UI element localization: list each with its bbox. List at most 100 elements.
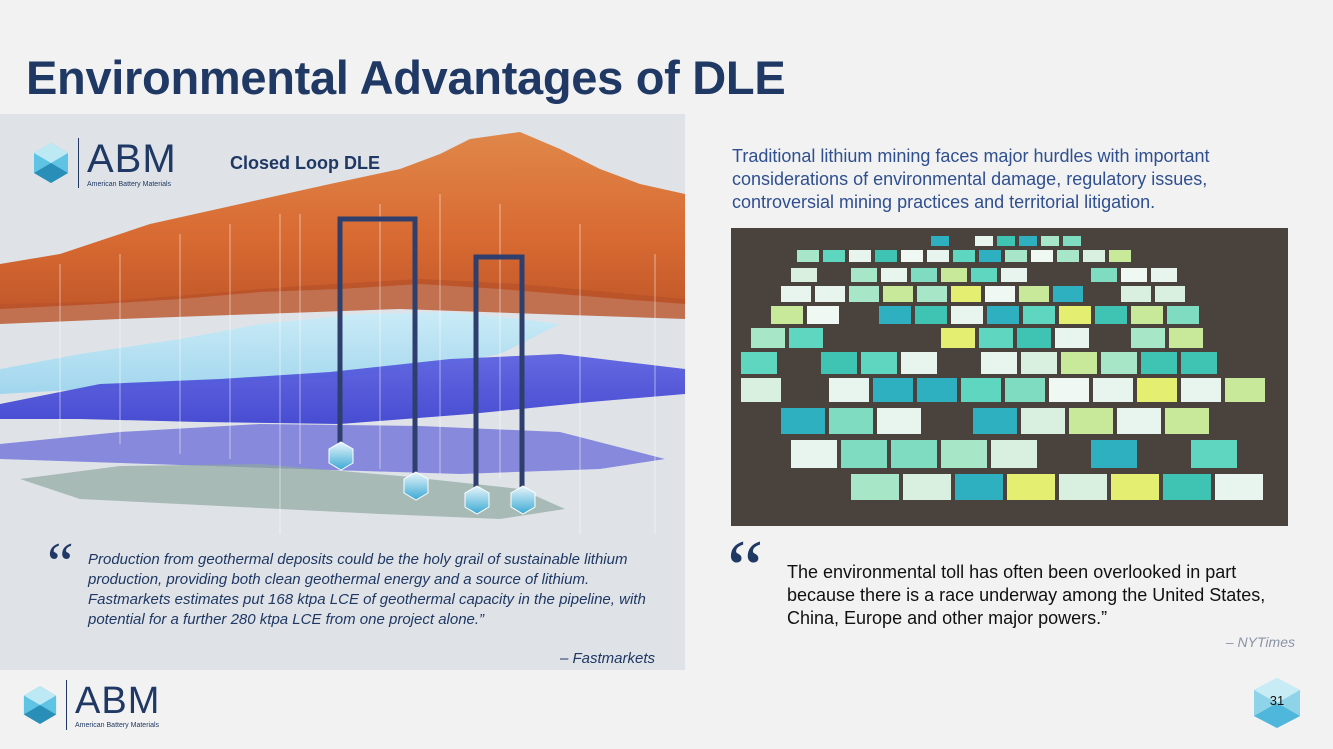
evaporation-pond bbox=[981, 352, 1017, 374]
evaporation-pond bbox=[1005, 250, 1027, 262]
evaporation-pond bbox=[1095, 306, 1127, 324]
well-node-hexagons bbox=[328, 441, 536, 515]
evaporation-pond bbox=[1059, 306, 1091, 324]
evaporation-pond bbox=[1093, 378, 1133, 402]
evaporation-pond bbox=[1001, 268, 1027, 282]
closed-loop-pipe-1 bbox=[337, 216, 418, 482]
hexagon-logo-icon bbox=[34, 143, 68, 183]
evaporation-pond bbox=[849, 250, 871, 262]
evaporation-pond bbox=[1141, 352, 1177, 374]
evaporation-pond bbox=[881, 268, 907, 282]
evaporation-pond bbox=[901, 250, 923, 262]
evaporation-pond bbox=[1031, 250, 1053, 262]
evaporation-pond bbox=[931, 236, 949, 246]
footer-abm-logo: ABM American Battery Materials bbox=[22, 680, 160, 730]
diagram-label: Closed Loop DLE bbox=[230, 153, 380, 173]
evaporation-pond bbox=[781, 286, 811, 302]
abm-wordmark: ABM bbox=[87, 136, 177, 181]
evaporation-pond bbox=[1053, 286, 1083, 302]
page-number-hexagon-icon bbox=[1254, 678, 1300, 728]
evaporation-pond bbox=[1215, 474, 1263, 500]
closed-loop-pipe-2 bbox=[473, 254, 525, 494]
evaporation-pond bbox=[841, 440, 887, 468]
evaporation-pond bbox=[873, 378, 913, 402]
evaporation-pond bbox=[979, 250, 1001, 262]
evaporation-pond bbox=[911, 268, 937, 282]
evaporation-pond bbox=[849, 286, 879, 302]
evaporation-pond bbox=[991, 440, 1037, 468]
evaporation-pond bbox=[1191, 440, 1237, 468]
evaporation-pond bbox=[1121, 268, 1147, 282]
evaporation-pond bbox=[927, 250, 949, 262]
evaporation-pond bbox=[1131, 306, 1163, 324]
evaporation-pond bbox=[1167, 306, 1199, 324]
evaporation-pond bbox=[751, 328, 785, 348]
evaporation-pond bbox=[979, 328, 1013, 348]
evaporation-pond bbox=[1181, 352, 1217, 374]
page-number: 31 bbox=[1269, 693, 1285, 708]
quote-mark-icon: “ bbox=[727, 523, 764, 614]
evaporation-pond bbox=[875, 250, 897, 262]
evaporation-pond bbox=[941, 268, 967, 282]
evaporation-pond bbox=[829, 378, 869, 402]
evaporation-pond bbox=[971, 268, 997, 282]
fastmarkets-attribution: – Fastmarkets bbox=[559, 650, 655, 667]
evaporation-pond bbox=[953, 250, 975, 262]
evaporation-pond bbox=[997, 236, 1015, 246]
evaporation-pond bbox=[851, 268, 877, 282]
evaporation-pond bbox=[1121, 286, 1151, 302]
evaporation-pond bbox=[1117, 408, 1161, 434]
evaporation-pond bbox=[1083, 250, 1105, 262]
evaporation-pond bbox=[951, 286, 981, 302]
evaporation-pond bbox=[941, 328, 975, 348]
evaporation-pond bbox=[1181, 378, 1221, 402]
nytimes-quote: The environmental toll has often been ov… bbox=[787, 562, 1266, 628]
evaporation-pond bbox=[1021, 352, 1057, 374]
hexagon-logo-icon bbox=[23, 686, 57, 724]
evaporation-pond bbox=[1061, 352, 1097, 374]
evaporation-pond bbox=[961, 378, 1001, 402]
evaporation-pond bbox=[917, 378, 957, 402]
evaporation-pond bbox=[1169, 328, 1203, 348]
intro-paragraph: Traditional lithium mining faces major h… bbox=[732, 146, 1210, 212]
evaporation-pond bbox=[815, 286, 845, 302]
slide-title: Environmental Advantages of DLE bbox=[26, 51, 786, 104]
abm-tagline: American Battery Materials bbox=[87, 180, 172, 188]
evaporation-pond bbox=[797, 250, 819, 262]
evaporation-pond bbox=[1109, 250, 1131, 262]
evaporation-pond bbox=[985, 286, 1015, 302]
evaporation-pond bbox=[901, 352, 937, 374]
geothermal-layers-diagram bbox=[0, 132, 685, 534]
evaporation-pond bbox=[951, 306, 983, 324]
evaporation-pond bbox=[741, 378, 781, 402]
evaporation-pond bbox=[1069, 408, 1113, 434]
evaporation-pond bbox=[1057, 250, 1079, 262]
evaporation-pond bbox=[1023, 306, 1055, 324]
evaporation-pond bbox=[1165, 408, 1209, 434]
evaporation-pond bbox=[975, 236, 993, 246]
evaporation-pond bbox=[1091, 440, 1137, 468]
evaporation-pond bbox=[823, 250, 845, 262]
evaporation-pond bbox=[1111, 474, 1159, 500]
evaporation-pond bbox=[1225, 378, 1265, 402]
evaporation-pond bbox=[789, 328, 823, 348]
evaporation-pond bbox=[1017, 328, 1051, 348]
evaporation-pond bbox=[771, 306, 803, 324]
evaporation-pond bbox=[1055, 328, 1089, 348]
evaporation-pond bbox=[879, 306, 911, 324]
evaporation-pond bbox=[891, 440, 937, 468]
evaporation-pond bbox=[1005, 378, 1045, 402]
quote-mark-icon: “ bbox=[47, 531, 74, 597]
evaporation-pond bbox=[741, 352, 777, 374]
evaporation-pond bbox=[941, 440, 987, 468]
abm-logo: ABM American Battery Materials bbox=[32, 138, 177, 188]
evaporation-pond bbox=[1059, 474, 1107, 500]
closed-loop-dle-panel: ABM American Battery Materials Closed Lo… bbox=[0, 114, 685, 670]
evaporation-pond bbox=[973, 408, 1017, 434]
evaporation-pond bbox=[1155, 286, 1185, 302]
evaporation-pond bbox=[791, 440, 837, 468]
evaporation-pond bbox=[861, 352, 897, 374]
evaporation-pond bbox=[851, 474, 899, 500]
basement-layer bbox=[20, 464, 565, 519]
salt-flat-ponds-image bbox=[731, 228, 1288, 526]
